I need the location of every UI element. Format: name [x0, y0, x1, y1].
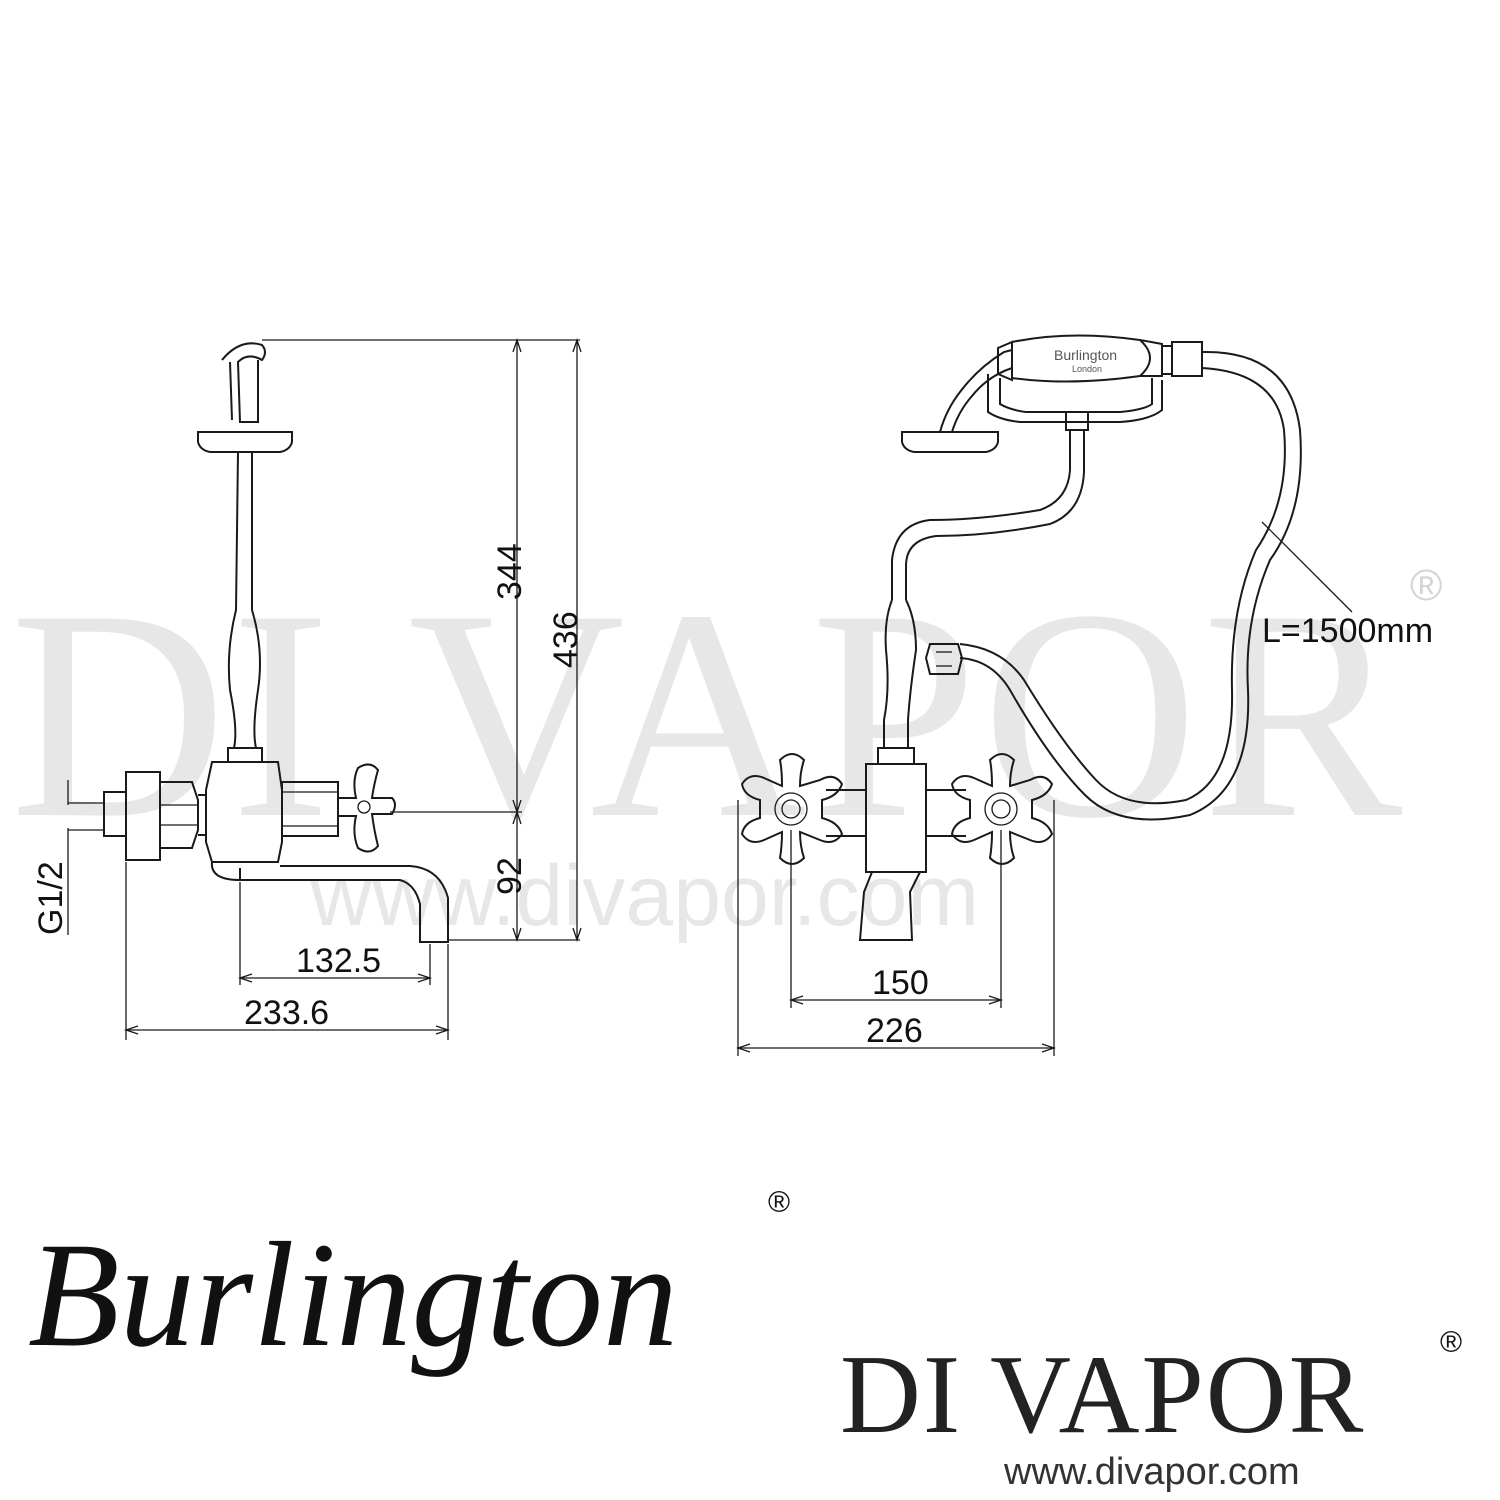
dim-233-6: 233.6 — [244, 994, 329, 1032]
dim-thread-g12: G1/2 — [32, 861, 70, 935]
handset-brand-label: Burlington — [1054, 347, 1117, 363]
dim-92: 92 — [491, 857, 529, 895]
divapor-url: www.divapor.com — [1003, 1451, 1300, 1493]
watermark-registered: ® — [1410, 561, 1442, 610]
watermark-brand: DI VAPOR — [10, 548, 1406, 880]
burlington-logo: Burlington ® — [28, 1186, 790, 1378]
hose-length-label: L=1500mm — [1262, 612, 1433, 650]
handset-city-label: London — [1072, 364, 1102, 374]
side-view: 344 436 92 G1/2 132.5 233.6 — [32, 337, 585, 1040]
divapor-logo: DI VAPOR ® www.divapor.com — [840, 1326, 1462, 1493]
divapor-registered-mark: ® — [1440, 1326, 1462, 1359]
dim-150: 150 — [872, 964, 929, 1002]
dim-436: 436 — [547, 611, 585, 668]
dim-132-5: 132.5 — [296, 942, 381, 980]
watermark-url: www.divapor.com — [309, 848, 979, 944]
front-view: Burlington London 150 — [735, 334, 1433, 1056]
dim-226: 226 — [866, 1012, 923, 1050]
burlington-registered-mark: ® — [768, 1186, 790, 1219]
divapor-logo-text: DI VAPOR — [840, 1333, 1365, 1457]
burlington-logo-text: Burlington — [28, 1212, 678, 1378]
dim-344: 344 — [491, 543, 529, 600]
